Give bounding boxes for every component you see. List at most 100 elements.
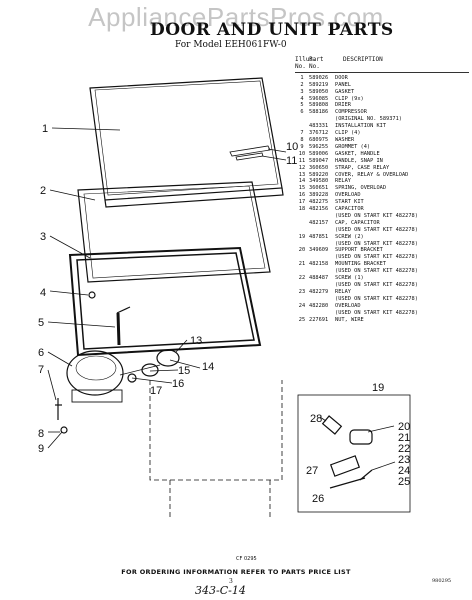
part-no-cell: 589219 xyxy=(309,81,329,88)
part-no-cell: 589006 xyxy=(309,150,329,157)
description-cell: SUPPORT BRACKET xyxy=(335,247,383,254)
callout-8: 8 xyxy=(38,428,44,440)
description-cell: (USED ON START KIT 482278) xyxy=(335,212,418,219)
illus-no-cell: 5 xyxy=(300,102,304,109)
illus-no-cell: 23 xyxy=(298,288,306,295)
table-row: 5 589808 DRIER xyxy=(295,102,469,109)
illus-no-cell: 6 xyxy=(300,109,304,116)
table-header: Illus. No. Part No. DESCRIPTION xyxy=(295,56,469,71)
callout-6: 6 xyxy=(38,347,44,359)
callout-24: 24 xyxy=(398,465,410,477)
description-cell: DOOR xyxy=(335,74,348,81)
part-no-cell: 349609 xyxy=(309,247,329,254)
illus-no-cell: 19 xyxy=(298,233,306,240)
description-cell: (USED ON START KIT 482278) xyxy=(335,309,418,316)
callout-14: 14 xyxy=(202,361,214,373)
description-cell: GASKET, HANDLE xyxy=(335,150,380,157)
part-no-cell: 589047 xyxy=(309,157,329,164)
illus-no-cell: 10 xyxy=(298,150,306,157)
callout-3: 3 xyxy=(40,231,46,243)
table-row: 4 596085 CLIP (9x) xyxy=(295,96,469,103)
description-cell: STRAP, CASE RELAY xyxy=(335,164,390,171)
part-no-cell: 488487 xyxy=(309,275,329,282)
description-cell: GROMMET (4) xyxy=(335,143,371,150)
description-cell: (USED ON START KIT 482278) xyxy=(335,254,418,261)
part-no-cell: 482158 xyxy=(309,261,329,268)
gasket-part xyxy=(68,246,262,357)
clip-part xyxy=(88,291,96,299)
callout-15: 15 xyxy=(178,365,190,377)
header-part-no: Part No. xyxy=(309,56,324,70)
illus-no-cell: 1 xyxy=(300,74,304,81)
callout-7: 7 xyxy=(38,364,44,376)
callout-11: 11 xyxy=(286,155,297,167)
description-cell: CLIP (4) xyxy=(335,130,361,137)
callout-16: 16 xyxy=(172,378,184,390)
part-no-cell: 482275 xyxy=(309,199,329,206)
description-cell: SPRING, OVERLOAD xyxy=(335,185,387,192)
part-no-cell: 589026 xyxy=(309,74,329,81)
description-cell: GASKET xyxy=(335,88,355,95)
description-cell: INSTALLATION KIT xyxy=(335,123,387,130)
start-kit-box xyxy=(297,394,411,513)
part-no-cell: 483331 xyxy=(309,123,329,130)
callout-2: 2 xyxy=(40,185,46,197)
description-cell: CAP, CAPACITOR xyxy=(335,219,380,226)
part-no-cell: 589220 xyxy=(309,171,329,178)
table-row: (USED ON START KIT 482278) xyxy=(295,227,469,234)
part-no-cell: 596085 xyxy=(309,95,329,102)
part-no-cell: 596255 xyxy=(309,143,329,150)
callout-17: 17 xyxy=(150,385,162,397)
table-row: (USED ON START KIT 482278) xyxy=(295,241,469,248)
description-cell: COVER, RELAY & OVERLOAD xyxy=(335,171,409,178)
part-no-cell: 482156 xyxy=(309,206,329,213)
illus-no-cell: 20 xyxy=(298,247,306,254)
part-no-cell: 376712 xyxy=(309,130,329,137)
description-cell: COMPRESSOR xyxy=(335,109,367,116)
compressor-part xyxy=(66,350,124,396)
callout-25: 25 xyxy=(398,476,410,488)
illus-no-cell: 25 xyxy=(298,316,306,323)
part-no-cell: 482279 xyxy=(309,288,329,295)
illus-no-cell: 4 xyxy=(300,95,304,102)
part-no-cell: 589808 xyxy=(309,102,329,109)
part-no-cell: 349580 xyxy=(309,178,329,185)
table-row: (USED ON START KIT 482278) xyxy=(295,254,469,261)
header-rule xyxy=(295,71,469,73)
part-no-cell: 227691 xyxy=(309,316,329,323)
illus-no-cell: 22 xyxy=(298,275,306,282)
part-no-cell: 680975 xyxy=(309,136,329,143)
callout-10: 10 xyxy=(286,141,298,153)
description-cell: SCREW (1) xyxy=(335,275,364,282)
part-no-cell: 360651 xyxy=(309,185,329,192)
description-cell: DRIER xyxy=(335,102,351,109)
description-cell: OVERLOAD xyxy=(335,192,361,199)
illus-no-cell: 13 xyxy=(298,171,306,178)
part-no-cell: 487851 xyxy=(309,233,329,240)
illus-no-cell: 2 xyxy=(300,81,304,88)
page-title: DOOR AND UNIT PARTS xyxy=(150,20,394,40)
model-subtitle: For Model EEH061FW-0 xyxy=(175,40,287,50)
header-description: DESCRIPTION xyxy=(343,56,383,63)
description-cell: CLIP (9x) xyxy=(335,95,364,102)
page-number: 3 xyxy=(229,578,233,585)
illus-no-cell: 12 xyxy=(298,164,306,171)
